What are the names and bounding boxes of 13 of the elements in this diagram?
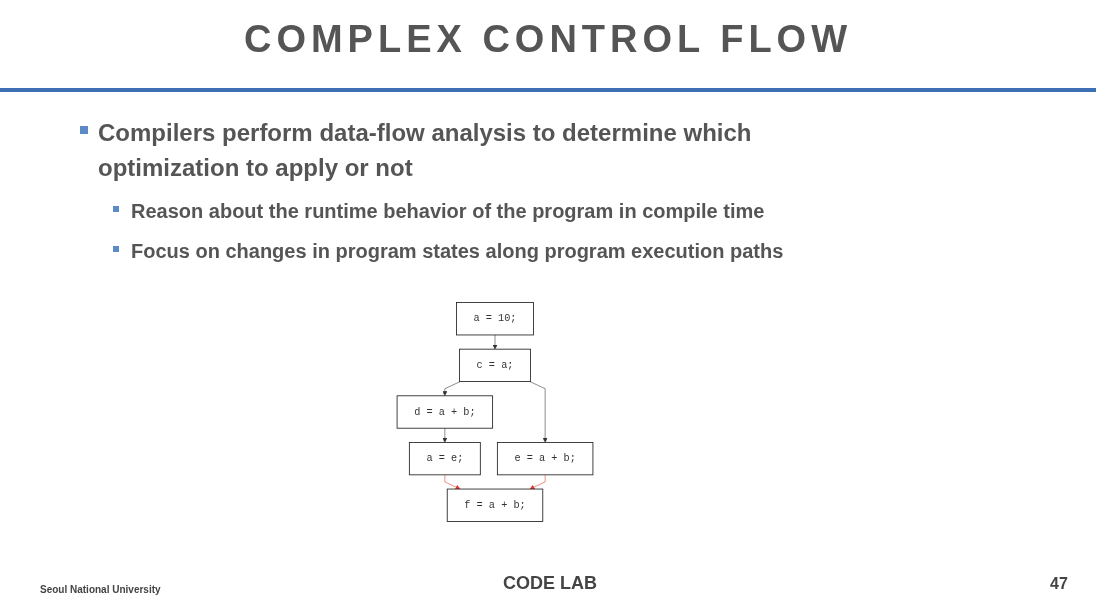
slide-title: COMPLEX CONTROL FLOW <box>242 18 853 61</box>
bullet-text: Reason about the runtime behavior of the program in compile time <box>131 199 766 224</box>
page-number: 47 <box>1050 574 1069 594</box>
node-box: f = a + b; <box>446 488 544 522</box>
bullet-text: Compilers perform data-flow analysis to determine which optimization to apply or not <box>98 118 753 183</box>
node-box: c = a; <box>459 348 531 382</box>
footer-text: Seoul National University <box>40 583 162 597</box>
footer-text: CODE LAB <box>502 572 598 595</box>
node-box: d = a + b; <box>396 395 494 429</box>
node-box: a = 10; <box>456 302 534 336</box>
bullet-text: Focus on changes in program states along program execution paths <box>131 239 785 264</box>
node-box: a = e; <box>408 442 481 476</box>
node-box: e = a + b; <box>496 442 594 476</box>
